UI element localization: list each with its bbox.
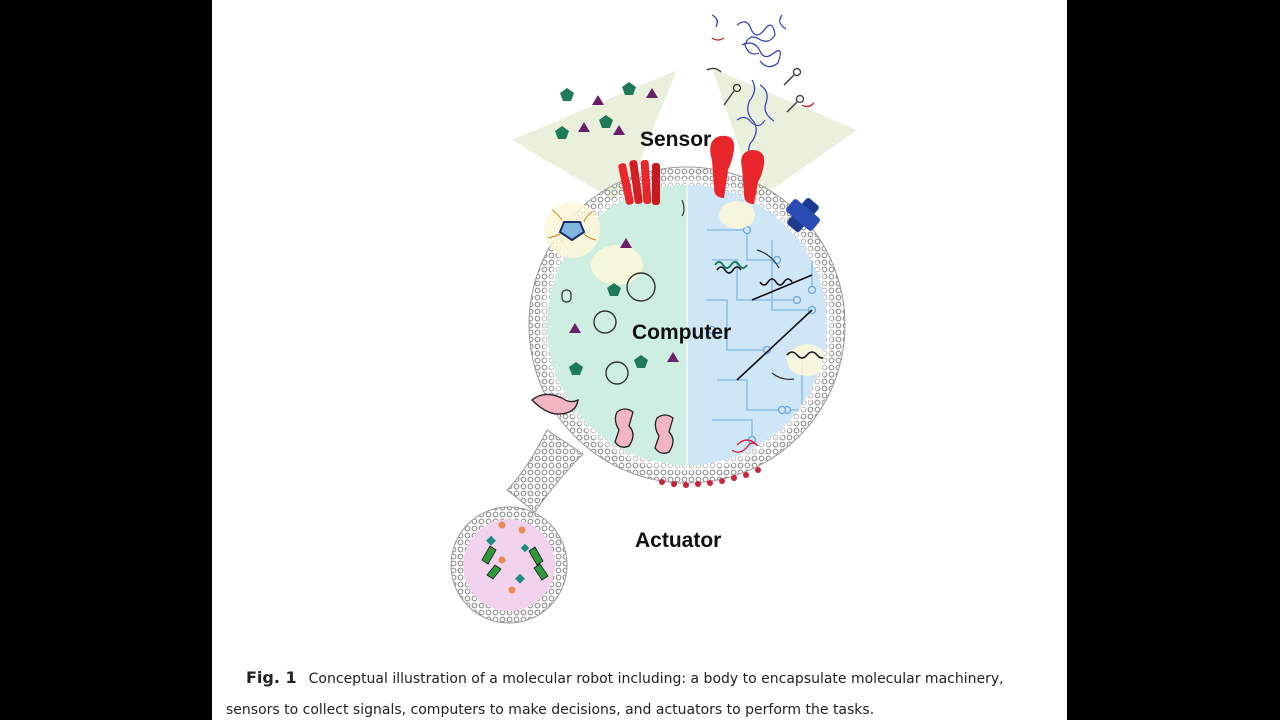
ion-channel-red (618, 159, 660, 205)
membrane-red-dots (659, 467, 761, 488)
signal-molecules (555, 82, 658, 139)
blue-channel (786, 198, 820, 232)
virus-particle (544, 202, 600, 258)
membrane-neck (506, 429, 584, 513)
hairpin-probes (706, 37, 815, 113)
label-actuator: Actuator (635, 529, 721, 552)
sensor-receptors (531, 135, 820, 415)
receptor-red-right (710, 135, 765, 204)
label-sensor: Sensor (640, 128, 711, 151)
membrane-actuator (531, 393, 579, 415)
actuator-vesicle (450, 506, 568, 624)
label-computer: Computer (632, 321, 731, 344)
caption-text: Conceptual illustration of a molecular r… (226, 671, 1004, 718)
dna-signals (711, 14, 787, 165)
molecular-robot-diagram: Sensor Computer Actuator (450, 14, 857, 624)
figure-label: Fig. 1 (246, 668, 297, 687)
